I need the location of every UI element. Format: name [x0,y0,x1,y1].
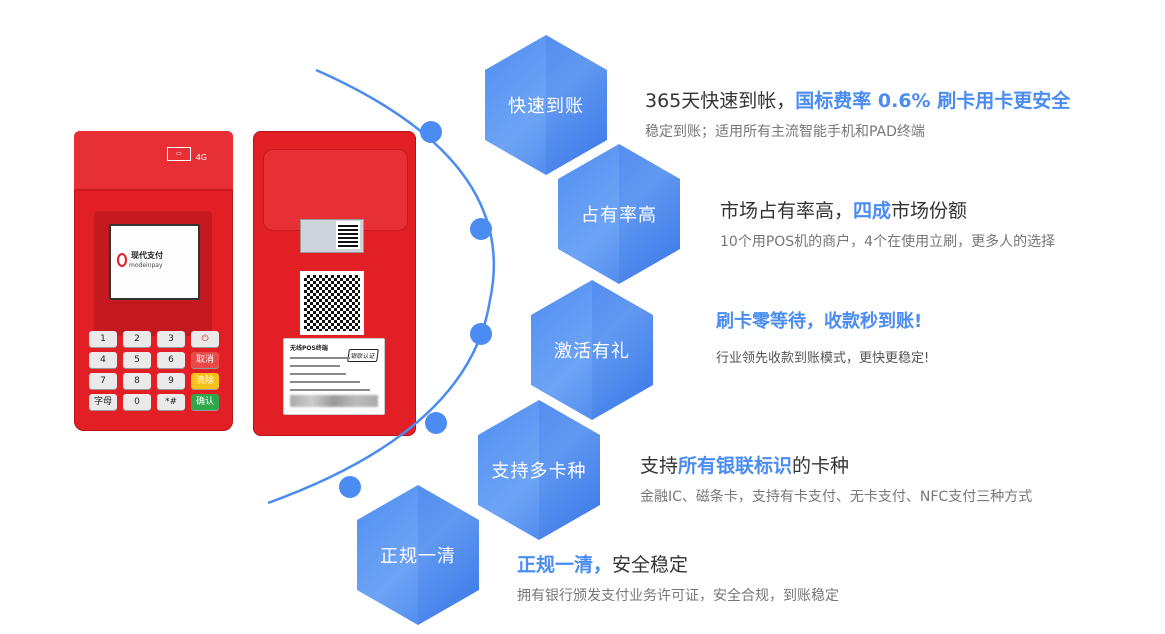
unionpay-nfc-icon: ▭ [167,147,191,161]
feature-activation-gift: 刷卡零等待，收款秒到账! 行业领先收款到账模式，更快更稳定! [716,307,929,366]
key-alpha: 字母 [89,394,117,410]
brand-logo-icon [117,253,127,267]
pos-terminal-front: ▭ 4G 现代支付 modeinpay 1 2 3 ⏻ 4 5 6 取消 7 8… [74,131,233,431]
feature-fast-arrival: 365天快速到帐，国标费率 0.6% 刷卡用卡更安全 稳定到账；适用所有主流智能… [645,86,1070,141]
key-cancel: 取消 [191,352,219,368]
key-3: 3 [157,331,185,347]
keypad: 1 2 3 ⏻ 4 5 6 取消 7 8 9 清除 字母 0 *# 确认 [89,331,219,410]
plate-line [290,381,360,383]
terminal-screen: 现代支付 modeinpay [109,224,200,300]
small-qr-code-icon [336,221,360,249]
feature-heading: 正规一清，安全稳定 [517,554,689,576]
nameplate: 无线POS终端 银联认证 [283,338,385,415]
plate-barcode [290,395,378,407]
feature-compliance: 正规一清，安全稳定 拥有银行颁发支付业务许可证，安全合规，到账稳定 [517,550,839,605]
feature-heading: 支持所有银联标识的卡种 [640,455,850,477]
brand-name: 现代支付 [131,251,163,260]
feature-description: 拥有银行颁发支付业务许可证，安全合规，到账稳定 [517,588,839,604]
key-8: 8 [123,373,151,389]
brand-sub: modeinpay [129,262,163,269]
qr-code-icon [300,271,364,335]
hex-label: 正规一清 [380,546,456,567]
key-4: 4 [89,352,117,368]
feature-description: 稳定到账；适用所有主流智能手机和PAD终端 [645,124,925,140]
feature-description: 行业领先收款到账模式，更快更稳定! [716,351,930,366]
connector-dot [470,323,492,345]
connector-dot [420,121,442,143]
feature-description: 10个用POS机的商户，4个在使用立刷，更多人的选择 [720,234,1056,250]
key-0: 0 [123,394,151,410]
feature-description: 金融IC、磁条卡，支持有卡支付、无卡支付、NFC支付三种方式 [640,489,1033,505]
key-7: 7 [89,373,117,389]
feature-multi-card: 支持所有银联标识的卡种 金融IC、磁条卡，支持有卡支付、无卡支付、NFC支付三种… [640,451,1032,506]
connector-dot [425,412,447,434]
plate-line [290,357,350,359]
plate-line [290,373,346,375]
key-clear: 清除 [191,373,219,389]
key-5: 5 [123,352,151,368]
key-star-hash: *# [157,394,185,410]
network-label: 4G [195,153,207,162]
connector-dot [470,218,492,240]
plate-line [290,389,370,391]
feature-heading: 365天快速到帐，国标费率 0.6% 刷卡用卡更安全 [645,90,1071,112]
hex-label: 快速到账 [508,96,584,117]
feature-heading: 市场占有率高，四成市场份额 [720,200,968,222]
printer-cover [263,149,408,231]
hex-label: 激活有礼 [554,341,630,362]
terminal-top-strip [74,131,233,191]
power-icon: ⏻ [191,331,219,347]
key-confirm: 确认 [191,394,219,410]
arc-line [267,68,495,505]
hex-label: 支持多卡种 [491,461,587,482]
key-2: 2 [123,331,151,347]
feature-heading: 刷卡零等待，收款秒到账! [716,311,923,332]
hex-market-share: 占有率高 [558,144,680,284]
key-1: 1 [89,331,117,347]
feature-market-share: 市场占有率高，四成市场份额 10个用POS机的商户，4个在使用立刷，更多人的选择 [720,196,1055,251]
key-6: 6 [157,352,185,368]
plate-line [290,365,340,367]
connector-dot [339,476,361,498]
plate-title: 无线POS终端 [290,345,328,352]
pos-terminal-back: 无线POS终端 银联认证 [253,131,416,436]
key-9: 9 [157,373,185,389]
hex-label: 占有率高 [581,205,657,226]
